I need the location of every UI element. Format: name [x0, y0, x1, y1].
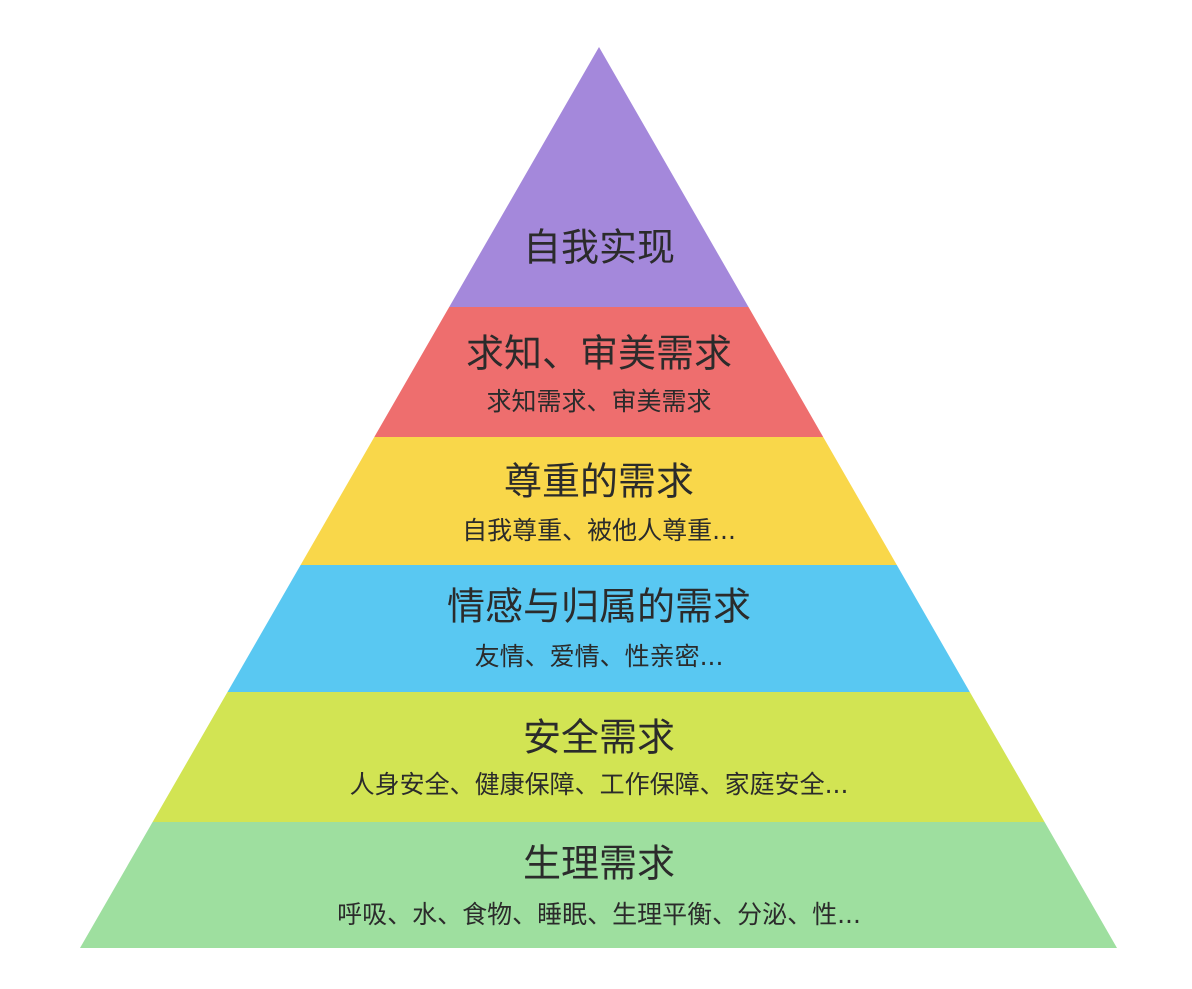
- level-title-physiological: 生理需求: [523, 842, 675, 886]
- level-title-safety: 安全需求: [523, 716, 675, 760]
- level-band-physiological: [80, 822, 1117, 948]
- level-band-cognitive-aesthetic: [374, 307, 824, 437]
- level-title-self-actualization: 自我实现: [523, 226, 675, 270]
- level-title-cognitive-aesthetic: 求知、审美需求: [466, 332, 732, 376]
- level-band-love-belonging: [227, 565, 970, 692]
- pyramid-level-physiological: 生理需求 呼吸、水、食物、睡眠、生理平衡、分泌、性...: [80, 822, 1117, 948]
- level-subtitle-safety: 人身安全、健康保障、工作保障、家庭安全...: [350, 770, 849, 799]
- pyramid-level-safety: 安全需求 人身安全、健康保障、工作保障、家庭安全...: [152, 692, 1045, 822]
- level-subtitle-esteem: 自我尊重、被他人尊重...: [462, 516, 736, 545]
- level-band-self-actualization: [449, 47, 749, 307]
- level-title-esteem: 尊重的需求: [504, 460, 694, 504]
- pyramid-level-esteem: 尊重的需求 自我尊重、被他人尊重...: [300, 437, 897, 565]
- level-band-esteem: [300, 437, 897, 565]
- level-subtitle-cognitive-aesthetic: 求知需求、审美需求: [486, 387, 711, 416]
- pyramid-level-self-actualization: 自我实现: [449, 47, 749, 307]
- level-band-safety: [152, 692, 1045, 822]
- level-title-love-belonging: 情感与归属的需求: [447, 585, 751, 629]
- level-subtitle-physiological: 呼吸、水、食物、睡眠、生理平衡、分泌、性...: [337, 900, 861, 929]
- pyramid-level-cognitive-aesthetic: 求知、审美需求 求知需求、审美需求: [374, 307, 824, 437]
- level-subtitle-love-belonging: 友情、爱情、性亲密...: [475, 642, 724, 671]
- pyramid-level-love-belonging: 情感与归属的需求 友情、爱情、性亲密...: [227, 565, 970, 692]
